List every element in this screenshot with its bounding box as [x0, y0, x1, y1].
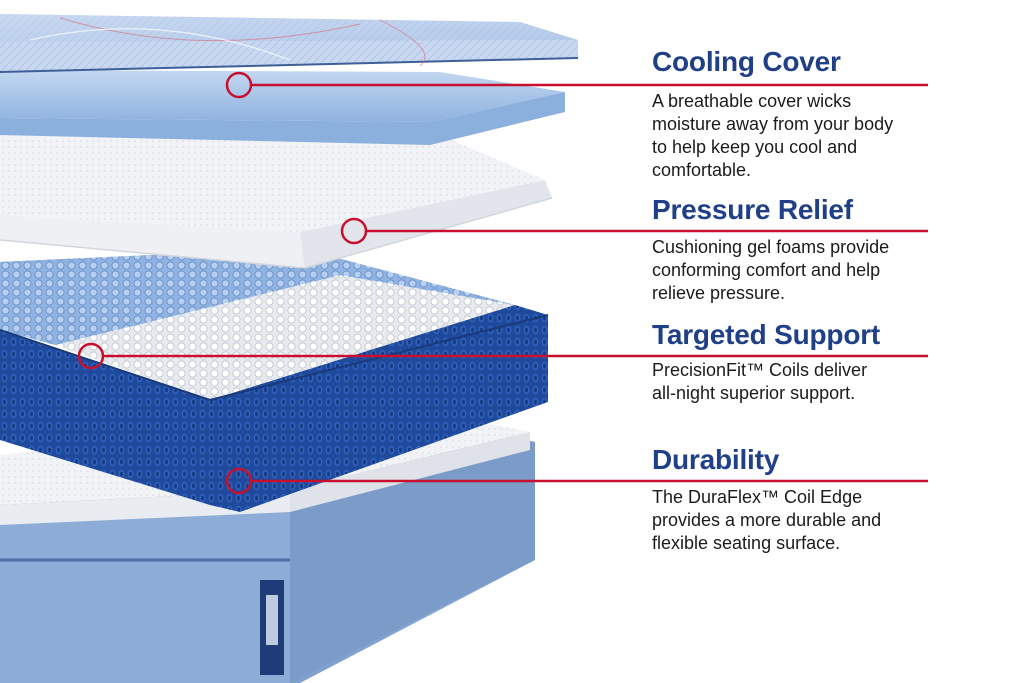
- callout-targeted-support: [77, 342, 928, 370]
- feature-targeted-support: Targeted Support PrecisionFit™ Coils del…: [652, 319, 1012, 405]
- callout-marker-icon: [77, 342, 105, 370]
- callout-pressure-relief: [340, 217, 928, 245]
- callout-marker-icon: [340, 217, 368, 245]
- callout-marker-icon: [225, 467, 253, 495]
- feature-durability: Durability The DuraFlex™ Coil Edge provi…: [652, 444, 1012, 555]
- feature-title: Durability: [652, 444, 780, 475]
- feature-description: Cushioning gel foams provide conforming …: [652, 237, 890, 303]
- cooling-cover-layer: [0, 14, 579, 73]
- callout-marker-icon: [225, 71, 253, 99]
- callout-durability: [225, 467, 928, 495]
- gel-foam-layer: [0, 70, 565, 145]
- callout-cooling-cover: [225, 71, 928, 99]
- feature-description: The DuraFlex™ Coil Edge provides a more …: [652, 487, 882, 553]
- feature-title: Pressure Relief: [652, 194, 853, 225]
- feature-title: Targeted Support: [652, 319, 881, 350]
- feature-title: Cooling Cover: [652, 46, 841, 77]
- comfort-foam-layer: [0, 118, 553, 269]
- coil-layer: [0, 248, 549, 512]
- feature-description: PrecisionFit™ Coils deliver all-night su…: [652, 360, 868, 403]
- feature-cooling-cover: Cooling Cover A breathable cover wicks m…: [652, 46, 1012, 182]
- feature-description: A breathable cover wicks moisture away f…: [652, 91, 894, 180]
- feature-pressure-relief: Pressure Relief Cushioning gel foams pro…: [652, 194, 1012, 305]
